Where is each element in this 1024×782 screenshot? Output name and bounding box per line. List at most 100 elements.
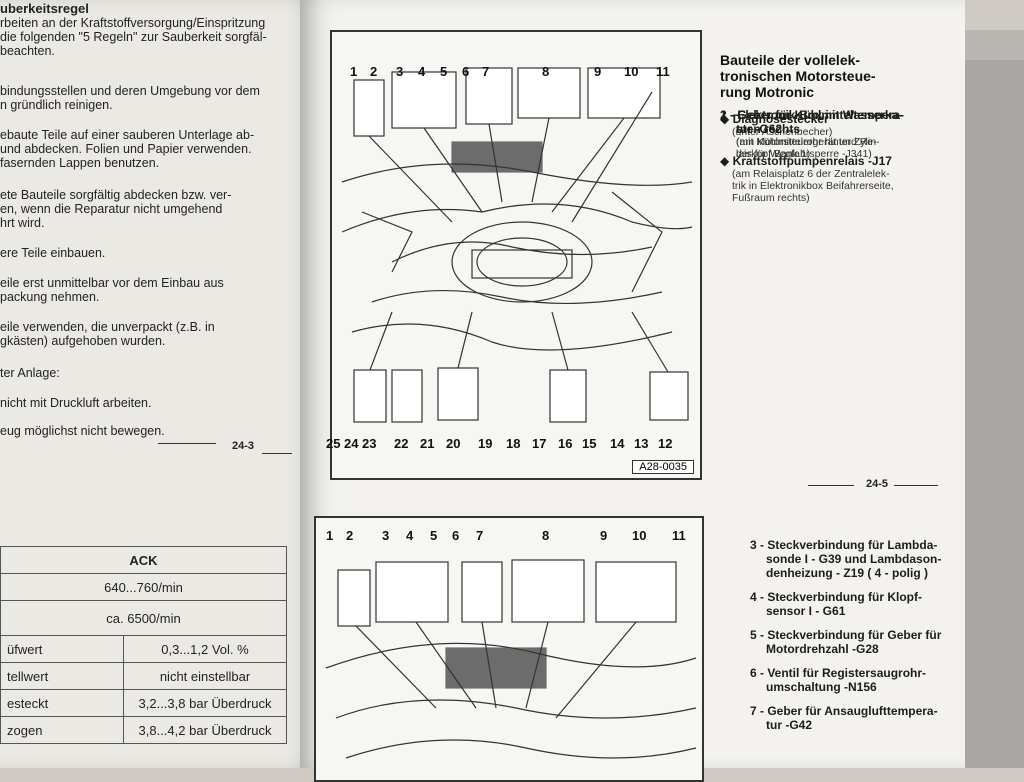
- left-page-line: packung nehmen.: [0, 290, 100, 304]
- callout-2: 2: [370, 64, 378, 79]
- callout-20: 20: [446, 436, 461, 451]
- callout-3: 3: [396, 64, 404, 79]
- component-title: 4 - Steckverbindung für Klopf-: [750, 590, 923, 604]
- callout-17: 17: [532, 436, 547, 451]
- component-title: Diagnosestecker: [732, 112, 829, 126]
- component-title: tur -G62: [736, 122, 783, 136]
- callout-15: 15: [582, 436, 597, 451]
- figure-label: A28-0035: [632, 460, 694, 474]
- page-rule: [808, 485, 854, 486]
- component-note: (mit Motorsteuergerät und Re-: [736, 136, 877, 148]
- component-title: 2 - Geber für Kühlmitteltempera-: [720, 108, 905, 122]
- callout-22: 22: [394, 436, 409, 451]
- spec-cell: 3,2...3,8 bar Überdruck: [123, 689, 287, 717]
- component-title: Kraftstoffpumpenrelais -J17: [732, 154, 892, 168]
- binder-cover: [960, 60, 1024, 768]
- page-rule: [158, 443, 216, 444]
- spec-cell: 3,8...4,2 bar Überdruck: [123, 716, 287, 744]
- section-title: Bauteile der vollelek- tronischen Motors…: [720, 52, 930, 100]
- spec-cell: 640...760/min: [0, 573, 287, 601]
- component-title: sten rechts: [736, 122, 801, 136]
- callout-2: 2: [346, 528, 354, 543]
- component-note: derkopf Bank 1): [736, 148, 811, 160]
- callout-10: 10: [624, 64, 639, 79]
- callout-9: 9: [600, 528, 608, 543]
- left-page-line: en, wenn die Reparatur nicht umgehend: [0, 202, 223, 216]
- component-title: Motordrehzahl -G28: [766, 642, 879, 656]
- callout-9: 9: [594, 64, 602, 79]
- left-page-line: ter Anlage:: [0, 366, 60, 380]
- callout-1: 1: [350, 64, 358, 79]
- engine-drawing: [341, 67, 693, 423]
- callout-4: 4: [418, 64, 426, 79]
- callout-16: 16: [558, 436, 573, 451]
- page-rule: [894, 485, 938, 486]
- spec-label: üfwert: [0, 635, 124, 663]
- callout-5: 5: [440, 64, 448, 79]
- component-title: denheizung - Z19 ( 4 - polig ): [766, 566, 928, 580]
- component-title: sonde I - G39 und Lambdason-: [766, 552, 942, 566]
- section-title-line: Bauteile der vollelek-: [720, 52, 861, 68]
- left-page-line: nicht mit Druckluft arbeiten.: [0, 396, 152, 410]
- component-item: ◆ Diagnosestecker (unter Aschenbecher): [720, 112, 832, 138]
- callout-8: 8: [542, 528, 550, 543]
- left-page-line: rbeiten an der Kraftstoffversorgung/Eins…: [0, 16, 266, 30]
- left-page-line: beachten.: [0, 44, 55, 58]
- component-title: 3 - Steckverbindung für Lambda-: [750, 538, 938, 552]
- component-note: trik in Elektronikbox Beifahrerseite,: [732, 180, 894, 192]
- component-title: 5 - Steckverbindung für Geber für: [750, 628, 942, 642]
- left-page-line: eile verwenden, die unverpackt (z.B. in: [0, 320, 215, 334]
- callout-13: 13: [634, 436, 649, 451]
- spec-label: esteckt: [0, 689, 124, 717]
- callout-3: 3: [382, 528, 390, 543]
- component-note: lais für Wegfahrsperre -J341): [736, 148, 872, 160]
- component-title: umschaltung -N156: [766, 680, 877, 694]
- left-page-line: ebaute Teile auf einer sauberen Unterlag…: [0, 128, 255, 142]
- spec-cell: nicht einstellbar: [123, 662, 287, 690]
- section-title-line: rung Motronic: [720, 84, 815, 100]
- spec-label: zogen: [0, 716, 124, 744]
- components-column-lower: 3 - Steckverbindung für Lambda- sonde I …: [750, 538, 950, 732]
- left-page-line: ete Bauteile sorgfältig abdecken bzw. ve…: [0, 188, 232, 202]
- callout-12: 12: [658, 436, 673, 451]
- callout-8: 8: [542, 64, 550, 79]
- component-item: 5 - Steckverbindung für Geber für Motord…: [750, 628, 950, 656]
- component-item: 6 - Ventil für Registersaugrohr- umschal…: [750, 666, 950, 694]
- component-title: 1 - Elektronik-Box im Wasserka-: [720, 108, 903, 122]
- callout-19: 19: [478, 436, 493, 451]
- component-title: sensor I - G61: [766, 604, 846, 618]
- left-page: uberkeitsregel rbeiten an der Kraftstoff…: [0, 0, 318, 768]
- left-page-line: und abdecken. Folien und Papier verwende…: [0, 142, 252, 156]
- component-item: 2 - Geber für Kühlmitteltempera- tur -G6…: [720, 108, 904, 160]
- callout-4: 4: [406, 528, 414, 543]
- component-note: (am Relaisplatz 6 der Zentralelek-: [732, 168, 890, 180]
- component-item: ◆ Kraftstoffpumpenrelais -J17 (am Relais…: [720, 154, 894, 204]
- left-page-line: gkästen) aufgehoben wurden.: [0, 334, 166, 348]
- callout-11: 11: [672, 528, 686, 543]
- component-title: 6 - Ventil für Registersaugrohr-: [750, 666, 927, 680]
- left-page-line: bindungsstellen und deren Umgebung vor d…: [0, 84, 260, 98]
- left-page-line: n gründlich reinigen.: [0, 98, 113, 112]
- component-item: 3 - Steckverbindung für Lambda- sonde I …: [750, 538, 950, 580]
- component-title: 7 - Geber für Ansauglufttempera-: [750, 704, 938, 718]
- callout-18: 18: [506, 436, 521, 451]
- component-note: (am Kühlmittelrohr hinter Zylin-: [736, 136, 880, 148]
- callout-21: 21: [420, 436, 435, 451]
- component-item: 4 - Steckverbindung für Klopf- sensor I …: [750, 590, 950, 618]
- callout-6: 6: [462, 64, 470, 79]
- left-page-number: 24-3: [232, 440, 255, 452]
- engine-drawing-bottom: [325, 559, 697, 759]
- callout-25: 25: [326, 436, 341, 451]
- section-title-line: tronischen Motorsteue-: [720, 68, 876, 84]
- bullet-icon: ◆: [720, 112, 730, 126]
- spec-cell: 0,3...1,2 Vol. %: [123, 635, 287, 663]
- component-item: 1 - Elektronik-Box im Wasserka- sten rec…: [720, 108, 902, 160]
- left-page-line: hrt wird.: [0, 216, 45, 230]
- callout-5: 5: [430, 528, 438, 543]
- callout-7: 7: [482, 64, 490, 79]
- left-page-line: die folgenden "5 Regeln" zur Sauberkeit …: [0, 30, 267, 44]
- callout-23: 23: [362, 436, 377, 451]
